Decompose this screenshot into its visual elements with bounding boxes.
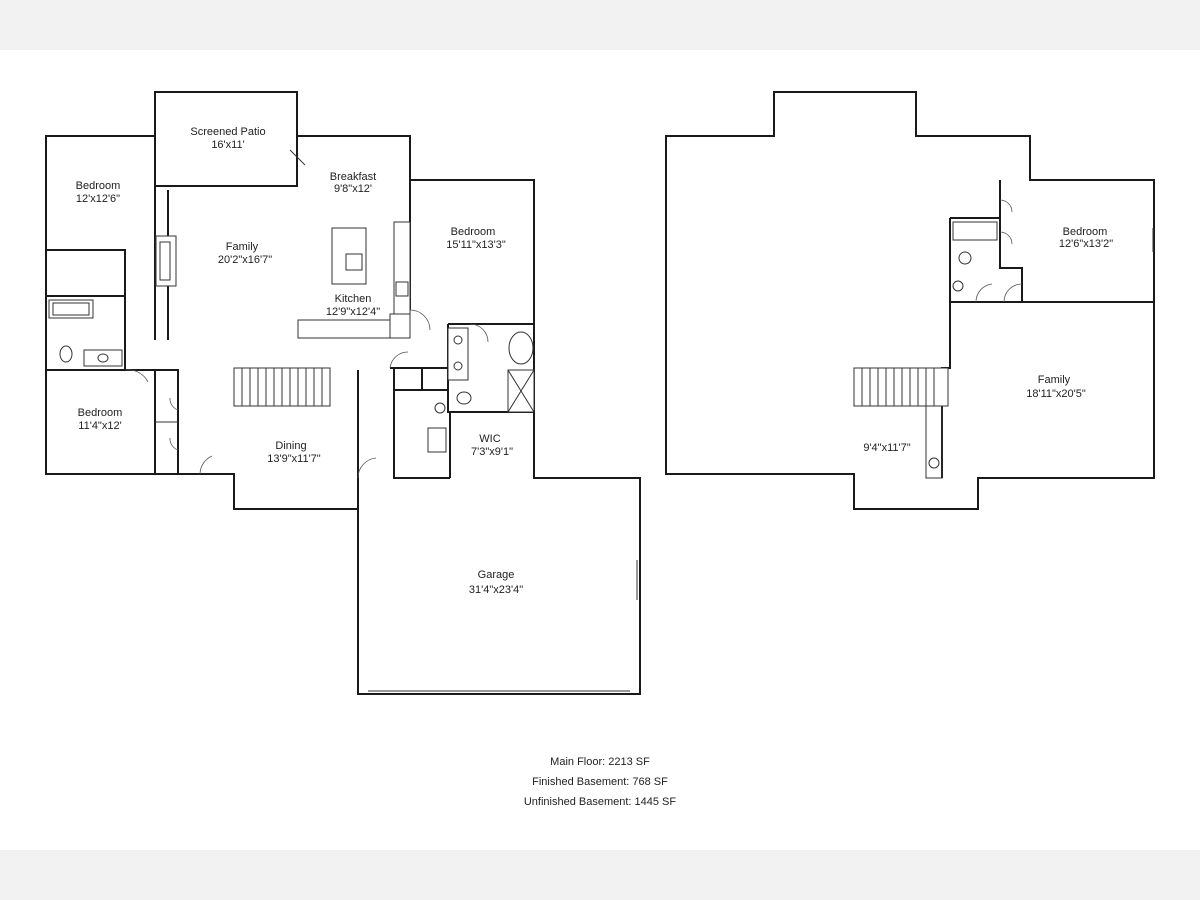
room-name-garage: Garage bbox=[478, 569, 515, 581]
room-name-bedroom-nw: Bedroom bbox=[76, 180, 121, 192]
room-dims-kitchen: 12'9"x12'4" bbox=[326, 306, 380, 318]
room-dims-bsmt-family: 18'11"x20'5" bbox=[1026, 388, 1086, 400]
floor-plan-sheet: Screened Patio 16'x11' Breakfast 9'8"x12… bbox=[0, 50, 1200, 850]
floor-plan-drawing: Screened Patio 16'x11' Breakfast 9'8"x12… bbox=[45, 91, 1155, 695]
room-name-breakfast: Breakfast bbox=[330, 171, 376, 183]
room-dims-dining: 13'9"x11'7" bbox=[267, 453, 320, 465]
room-dims-family: 20'2"x16'7" bbox=[218, 254, 272, 266]
main-stair-treads bbox=[241, 368, 323, 406]
room-dims-wic: 7'3"x9'1" bbox=[471, 446, 513, 458]
unfinished-basement-area: Unfinished Basement: 1445 SF bbox=[523, 796, 677, 808]
basement-labels: Bedroom 12'6"x13'2" Family 18'11"x20'5" … bbox=[863, 226, 1113, 454]
main-floor-plan bbox=[45, 91, 641, 695]
room-dims-garage: 31'4"x23'4" bbox=[469, 584, 523, 596]
room-name-family: Family bbox=[226, 241, 259, 253]
room-dims-bedroom-sw: 11'4"x12' bbox=[78, 420, 121, 432]
room-name-bsmt-bedroom: Bedroom bbox=[1063, 226, 1108, 238]
finished-basement-area: Finished Basement: 768 SF bbox=[532, 776, 668, 788]
main-floor-area: Main Floor: 2213 SF bbox=[550, 756, 650, 768]
room-name-kitchen: Kitchen bbox=[335, 293, 372, 305]
room-dims-bedroom-nw: 12'x12'6" bbox=[76, 193, 120, 205]
basement-plan bbox=[665, 91, 1155, 510]
room-name-wic: WIC bbox=[479, 433, 500, 445]
room-name-bedroom-sw: Bedroom bbox=[78, 407, 123, 419]
area-summary: Main Floor: 2213 SF Finished Basement: 7… bbox=[450, 756, 750, 816]
room-dims-bedroom-ne: 15'11"x13'3" bbox=[446, 239, 506, 251]
room-name-bsmt-family: Family bbox=[1038, 374, 1071, 386]
room-dims-bsmt-hall: 9'4"x11'7" bbox=[863, 442, 910, 454]
room-name-screened-patio: Screened Patio bbox=[190, 126, 265, 138]
room-name-dining: Dining bbox=[275, 440, 306, 452]
room-name-bedroom-ne: Bedroom bbox=[451, 226, 496, 238]
room-dims-breakfast: 9'8"x12' bbox=[334, 183, 372, 195]
main-floor-labels: Screened Patio 16'x11' Breakfast 9'8"x12… bbox=[76, 126, 524, 596]
room-dims-bsmt-bedroom: 12'6"x13'2" bbox=[1059, 238, 1113, 250]
basement-stair-treads bbox=[861, 368, 935, 406]
room-dims-screened-patio: 16'x11' bbox=[211, 139, 244, 151]
